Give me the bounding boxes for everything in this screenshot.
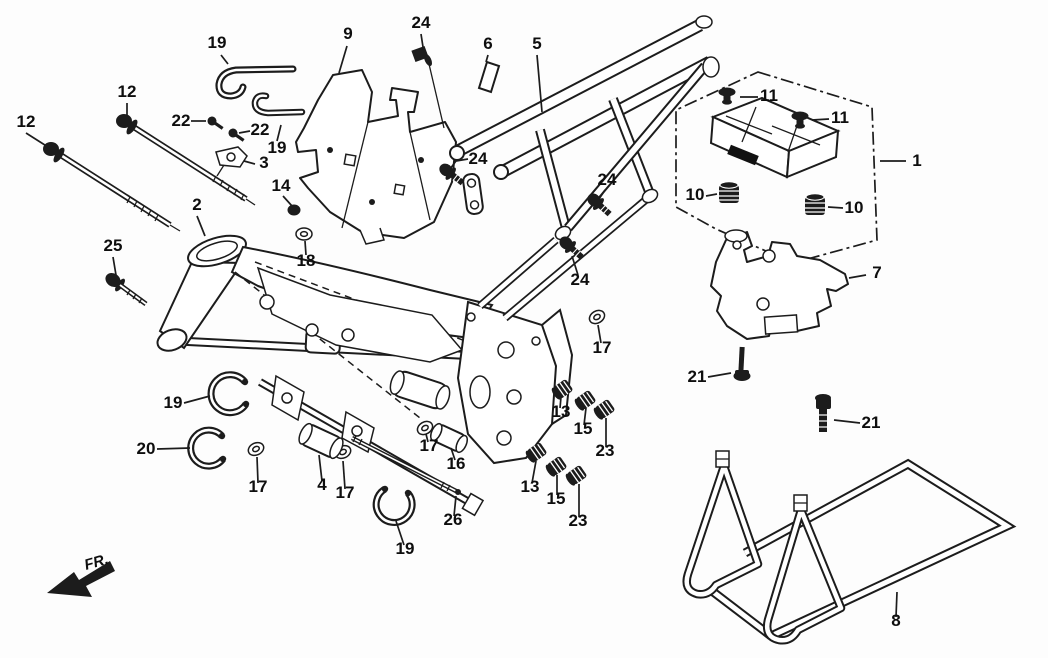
callout-11: 11: [760, 86, 778, 105]
callout-11: 11: [831, 108, 849, 127]
fr-label: FR.: [82, 551, 110, 574]
callout-19: 19: [208, 33, 227, 52]
callout-17: 17: [249, 477, 268, 496]
hook-19: [215, 65, 297, 100]
clamp-3: [215, 146, 248, 177]
collar-16: [429, 422, 469, 454]
callout-12: 12: [17, 112, 36, 131]
callout-22: 22: [172, 111, 191, 130]
callout-10: 10: [686, 185, 705, 204]
callout-labels: 19 9 24 6 5 12 12 22 22 19 3 14 2 25 18 …: [17, 13, 922, 630]
callout-7: 7: [872, 263, 881, 282]
rod-26: [350, 435, 461, 495]
bracket: [710, 229, 849, 340]
circlip-20: [187, 426, 227, 470]
bolt-12: [116, 114, 256, 206]
grommet-10: [804, 193, 826, 216]
callout-4: 4: [317, 475, 327, 494]
subframe: [449, 15, 720, 241]
nut-23: [591, 398, 617, 422]
callout-17: 17: [336, 483, 355, 502]
callout-18: 18: [297, 251, 316, 270]
bolt-21: [733, 346, 751, 381]
stay-6: [477, 60, 501, 94]
callout-19: 19: [396, 539, 415, 558]
callout-23: 23: [569, 511, 588, 530]
callout-23: 23: [596, 441, 615, 460]
callout-24: 24: [598, 170, 617, 189]
callout-3: 3: [259, 153, 268, 172]
bolt-24: [411, 45, 445, 129]
washer-17: [245, 439, 267, 459]
nut-15: [543, 455, 569, 479]
callout-15: 15: [574, 419, 593, 438]
screw-22: [226, 126, 247, 145]
callout-24: 24: [571, 270, 590, 289]
callout-17: 17: [593, 338, 612, 357]
guard-plate: [295, 69, 457, 245]
callout-10: 10: [845, 198, 864, 217]
callout-21: 21: [688, 367, 707, 386]
callout-12: 12: [118, 82, 137, 101]
callout-14: 14: [272, 176, 291, 195]
callout-24: 24: [469, 149, 488, 168]
callout-19: 19: [164, 393, 183, 412]
callout-8: 8: [891, 611, 900, 630]
callout-15: 15: [547, 489, 566, 508]
callout-6: 6: [483, 34, 492, 53]
fr-arrow-icon: [47, 561, 115, 597]
nut-23: [563, 464, 589, 488]
small-parts: [43, 45, 617, 526]
callout-1: 1: [912, 151, 921, 170]
callout-20: 20: [137, 439, 156, 458]
nut-14: [287, 204, 301, 216]
circlip-19: [372, 485, 416, 526]
washer-17: [586, 307, 608, 327]
hook-19: [251, 92, 306, 117]
washer-18: [295, 227, 313, 241]
electronics-assembly: [675, 71, 878, 264]
nut-15: [572, 389, 598, 413]
callout-16: 16: [447, 454, 466, 473]
callout-17: 17: [420, 436, 439, 455]
callout-13: 13: [552, 402, 571, 421]
bolt-12: [43, 142, 181, 232]
callout-21: 21: [862, 413, 881, 432]
leader-lines: [25, 33, 906, 618]
circlip-19: [207, 371, 250, 417]
bushing-4: [298, 422, 344, 460]
bolt-21: [815, 394, 831, 432]
screw-22: [205, 114, 226, 133]
callout-22: 22: [251, 120, 270, 139]
callout-13: 13: [521, 477, 540, 496]
grommet-11: [718, 87, 736, 105]
front-direction-marker: FR.: [47, 551, 115, 597]
callout-26: 26: [444, 510, 463, 529]
maintenance-stand: [682, 450, 1017, 645]
callout-24: 24: [412, 13, 431, 32]
grommet-10: [718, 181, 740, 204]
callout-25: 25: [104, 236, 123, 255]
callout-5: 5: [532, 34, 541, 53]
callout-2: 2: [192, 195, 201, 214]
bolt-25: [105, 272, 148, 307]
callout-19: 19: [268, 138, 287, 157]
callout-9: 9: [343, 24, 352, 43]
